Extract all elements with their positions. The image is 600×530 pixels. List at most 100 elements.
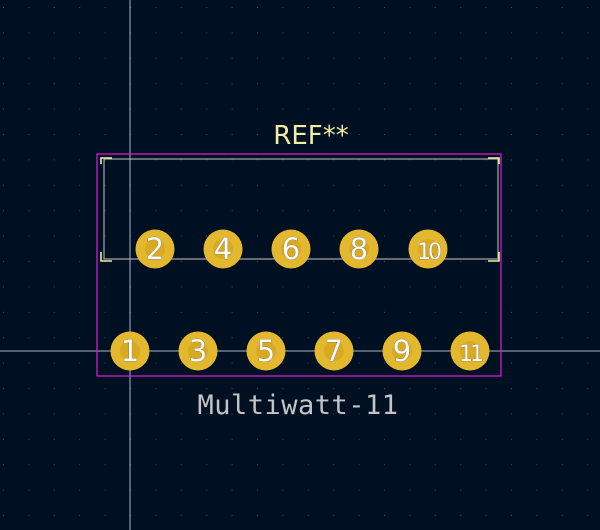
- grid-dot: [282, 32, 284, 34]
- grid-dot: [536, 235, 538, 237]
- grid-dot: [333, 134, 335, 135]
- reference-designator[interactable]: REF**: [273, 121, 348, 151]
- grid-dot: [282, 515, 284, 516]
- pad-10[interactable]: 10: [408, 229, 448, 269]
- grid-dot: [409, 32, 411, 34]
- grid-dot: [53, 464, 55, 466]
- pad-5[interactable]: 5: [246, 331, 286, 371]
- grid-dot: [561, 159, 563, 161]
- grid-dot: [155, 388, 157, 389]
- pad-number: 3: [189, 334, 207, 368]
- pad-number: 5: [257, 334, 275, 368]
- grid-dot: [587, 134, 589, 135]
- grid-dot: [257, 515, 258, 516]
- grid-dot: [561, 32, 563, 34]
- grid-dot: [79, 311, 81, 313]
- silkscreen-outline[interactable]: [100, 157, 500, 262]
- pad-11[interactable]: 11: [450, 331, 490, 371]
- pad-drill-hole: [418, 239, 438, 259]
- grid-dot: [307, 134, 309, 135]
- grid-dot: [333, 489, 335, 491]
- grid-dot: [257, 311, 258, 313]
- pad-9[interactable]: 9: [382, 331, 422, 371]
- grid-dot: [434, 184, 436, 186]
- grid-dot: [307, 489, 309, 491]
- grid-dot: [561, 413, 563, 415]
- silk-corner-bottom-right: [488, 252, 500, 262]
- grid-dot: [384, 286, 385, 288]
- grid-dot: [257, 413, 258, 415]
- pad-4[interactable]: 4: [203, 229, 243, 269]
- grid-dot: [409, 311, 411, 313]
- grid-dot: [485, 108, 487, 110]
- pad-7[interactable]: 7: [314, 331, 354, 371]
- grid-dot: [104, 489, 106, 491]
- grid-dot: [206, 388, 208, 389]
- grid-dot: [53, 261, 55, 262]
- grid-dot: [180, 134, 182, 135]
- grid-dot: [460, 311, 462, 313]
- grid-dot: [511, 311, 512, 313]
- grid-dot: [231, 134, 233, 135]
- grid-dot: [53, 515, 55, 516]
- grid-dot: [587, 286, 589, 288]
- grid-dot: [358, 184, 360, 186]
- grid-dot: [561, 362, 563, 364]
- grid-dot: [53, 184, 55, 186]
- grid-dot: [333, 210, 335, 212]
- pad-6[interactable]: 6: [271, 229, 311, 269]
- grid-dot: [104, 413, 106, 415]
- grid-dot: [53, 83, 55, 85]
- grid-dot: [333, 235, 335, 237]
- grid-dot: [53, 337, 55, 339]
- pad-1[interactable]: 1: [110, 331, 150, 371]
- pad-number: 2: [146, 232, 164, 266]
- grid-dot: [561, 83, 563, 85]
- grid-dot: [384, 388, 385, 389]
- grid-dot: [561, 261, 563, 262]
- grid-dot: [3, 159, 4, 161]
- pad-3[interactable]: 3: [178, 331, 218, 371]
- grid-dot: [384, 32, 385, 34]
- grid-dot: [206, 464, 208, 466]
- grid-dot: [180, 464, 182, 466]
- pad-8[interactable]: 8: [339, 229, 379, 269]
- grid-dot: [53, 388, 55, 389]
- grid-dot: [333, 311, 335, 313]
- grid-dot: [511, 286, 512, 288]
- grid-dot: [460, 489, 462, 491]
- grid-dot: [307, 32, 309, 34]
- grid-dot: [257, 32, 258, 34]
- grid-dot: [155, 438, 157, 440]
- grid-dot: [561, 235, 563, 237]
- grid-dot: [180, 83, 182, 85]
- pad-2[interactable]: 2: [135, 229, 175, 269]
- grid-dot: [180, 159, 182, 161]
- grid-dot: [333, 7, 335, 8]
- grid-dot: [79, 235, 81, 237]
- courtyard-outline[interactable]: [96, 153, 502, 377]
- grid-dot: [3, 235, 4, 237]
- grid-dot: [536, 83, 538, 85]
- grid-dot: [206, 184, 208, 186]
- grid-dot: [511, 159, 512, 161]
- grid-dot: [561, 286, 563, 288]
- grid-dot: [28, 83, 30, 85]
- grid-dot: [485, 286, 487, 288]
- grid-dot: [587, 7, 589, 8]
- footprint-value[interactable]: Multiwatt-11: [197, 390, 398, 421]
- grid-dot: [333, 184, 335, 186]
- pad-drill-hole: [120, 341, 140, 361]
- grid-dot: [587, 210, 589, 212]
- grid-dot: [307, 388, 309, 389]
- grid-dot: [282, 438, 284, 440]
- grid-dot: [384, 108, 385, 110]
- grid-dot: [358, 464, 360, 466]
- grid-dot: [206, 32, 208, 34]
- grid-dot: [180, 388, 182, 389]
- grid-dot: [257, 235, 258, 237]
- grid-dot: [53, 362, 55, 364]
